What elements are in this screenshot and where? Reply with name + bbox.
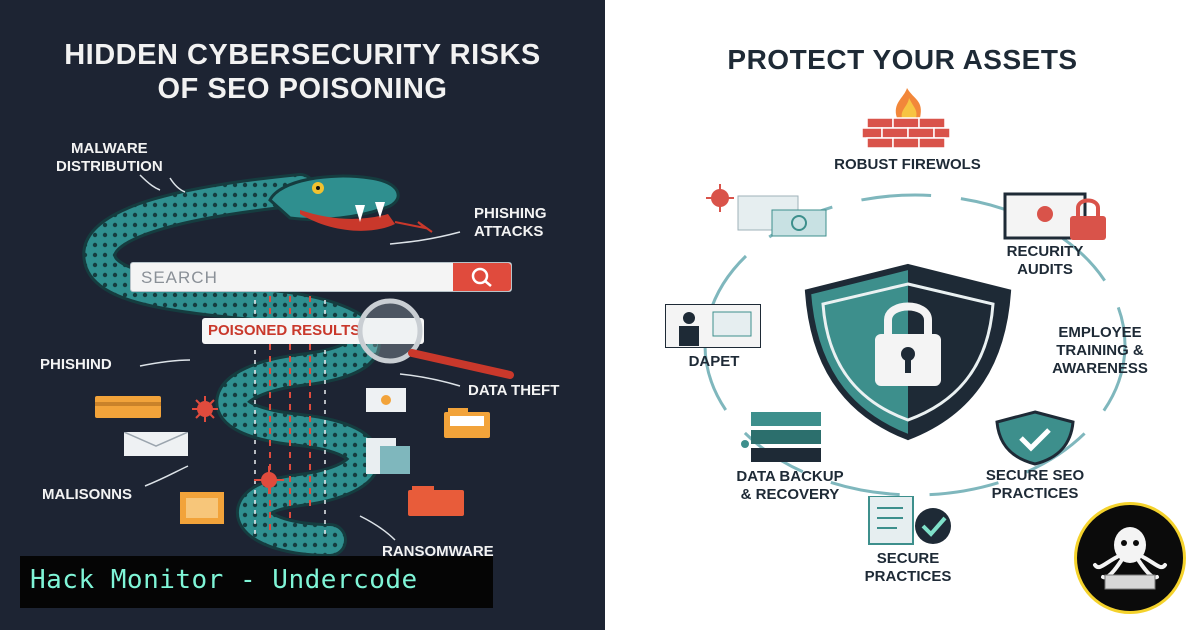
presenter-icon xyxy=(665,304,761,348)
search-placeholder: SEARCH xyxy=(141,268,218,287)
label-ransomware: RANSOMWARE xyxy=(382,543,494,560)
virus-icon xyxy=(254,466,284,494)
shield-lock-icon xyxy=(804,263,1012,441)
checkmark-shield-icon xyxy=(995,410,1075,466)
label-security-audits: RECURITY AUDITS xyxy=(1006,243,1084,278)
label-secure-seo-practices: SECURE SEO PRACTICES xyxy=(985,467,1085,502)
file-icon xyxy=(180,492,224,524)
label-data-theft: DATA THEFT xyxy=(468,382,560,399)
left-title: HIDDEN CYBERSECURITY RISKS OF SEO POISON… xyxy=(64,39,541,105)
octopus-logo-icon xyxy=(1074,502,1186,614)
magnifier-icon xyxy=(357,298,514,379)
right-title: PROTECT YOUR ASSETS xyxy=(727,44,1078,75)
search-bar[interactable]: SEARCH xyxy=(130,262,512,292)
monitor-lock-icon xyxy=(1003,192,1106,240)
label-robust-firewalls: ROBUST FIREWOLS xyxy=(834,156,981,173)
left-panel: HIDDEN CYBERSECURITY RISKS OF SEO POISON… xyxy=(0,0,605,630)
folder-icon xyxy=(408,486,464,516)
search-icon xyxy=(471,267,492,287)
label-data-backup: DATA BACKUP & RECOVERY xyxy=(736,468,844,503)
document-check-icon xyxy=(868,496,951,545)
search-button[interactable] xyxy=(453,263,511,291)
firewall-icon xyxy=(862,88,951,148)
folder-icon xyxy=(444,408,490,438)
file-icon xyxy=(366,438,410,474)
octopus-logo-graphic xyxy=(1093,527,1167,590)
server-icon xyxy=(741,412,821,462)
label-employee-training: EMPLOYEE TRAINING & AWARENESS xyxy=(1052,324,1148,377)
label-secure-practices: SECURE PRACTICES xyxy=(864,550,952,585)
label-dapet: DAPET xyxy=(688,353,740,370)
brand-banner: Hack Monitor - Undercode xyxy=(20,556,493,608)
virus-icon xyxy=(706,184,827,237)
credit-card-icon xyxy=(95,396,161,418)
label-malisonns: MALISONNS xyxy=(42,486,132,503)
poisoned-results-card: POISONED RESULTS xyxy=(202,318,424,344)
virus-icon xyxy=(192,396,218,422)
label-phishind: PHISHIND xyxy=(40,356,112,373)
snake-icon xyxy=(82,173,461,557)
envelope-icon xyxy=(366,388,406,412)
label-phishing-attacks: PHISHING ATTACKS xyxy=(474,205,547,240)
label-malware-distribution: MALWARE DISTRIBUTION xyxy=(56,140,163,175)
brand-banner-text: Hack Monitor - Undercode xyxy=(30,565,418,595)
envelope-icon xyxy=(124,432,188,456)
poisoned-results-text: POISONED RESULTS xyxy=(208,322,361,339)
